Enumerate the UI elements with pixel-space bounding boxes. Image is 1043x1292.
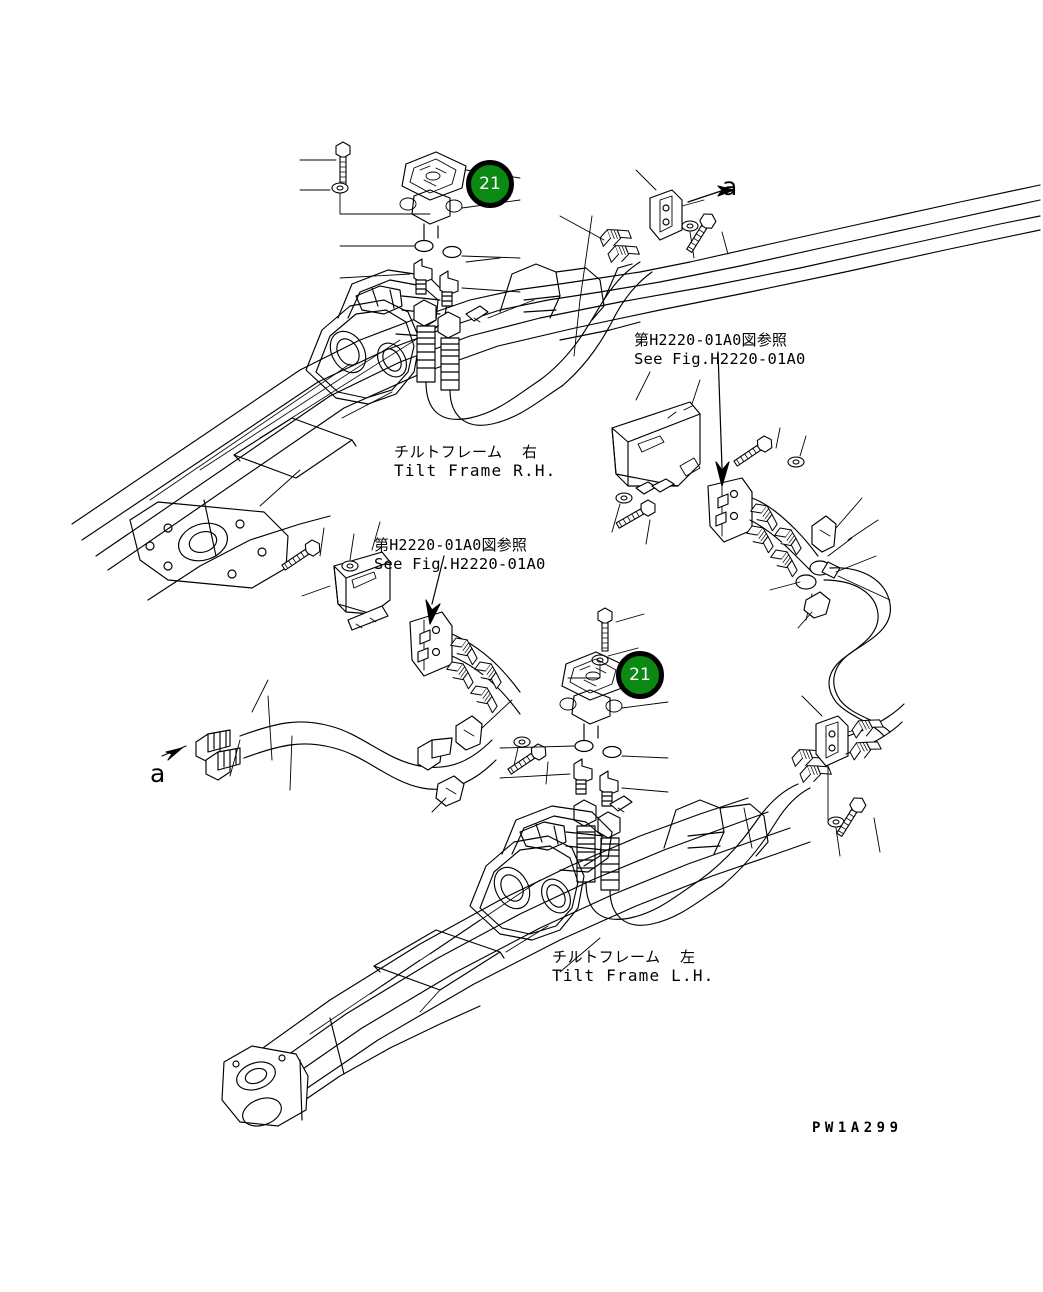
- callout-badge-21-upper[interactable]: 21: [466, 160, 514, 208]
- reference-upper-jp: 第H2220-01A0図参照: [634, 331, 788, 349]
- section-mark-a-lower: a: [150, 759, 166, 788]
- tilt-frame-rh-label-en: Tilt Frame R.H.: [394, 461, 557, 480]
- callout-badge-21-lower[interactable]: 21: [616, 651, 664, 699]
- reference-upper-en: See Fig.H2220-01A0: [634, 350, 806, 368]
- reference-lower-en: See Fig.H2220-01A0: [374, 555, 546, 573]
- section-mark-a-upper: a: [722, 172, 738, 201]
- tilt-frame-lh-label-en: Tilt Frame L.H.: [552, 966, 715, 985]
- reference-lower-jp: 第H2220-01A0図参照: [374, 536, 528, 554]
- tilt-frame-rh-label-jp: チルトフレーム 右: [394, 443, 538, 461]
- tilt-frame-lh-label-jp: チルトフレーム 左: [552, 948, 696, 966]
- drawing-number: PW1A299: [812, 1120, 903, 1136]
